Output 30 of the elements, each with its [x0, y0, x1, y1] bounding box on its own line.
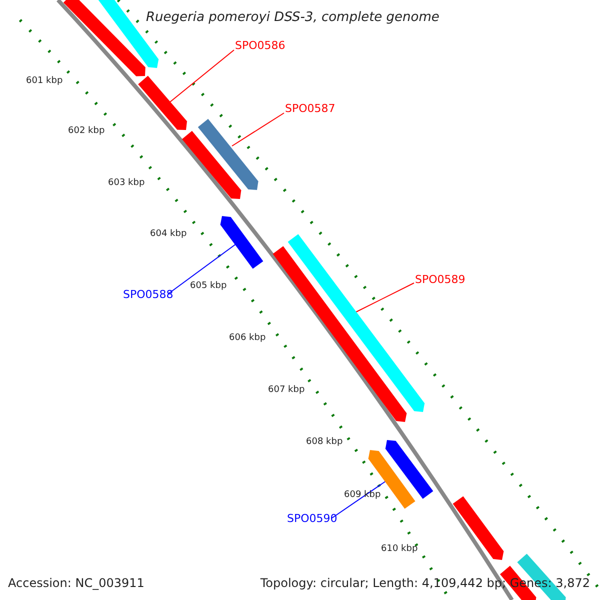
leader-line: [232, 112, 284, 146]
map-title: Ruegeria pomeroyi DSS-3, complete genome: [146, 11, 440, 24]
gene-block: [452, 496, 504, 560]
gene-label: SPO0587: [285, 103, 336, 114]
leader-line: [170, 50, 234, 102]
scale-label: 602 kbp: [68, 127, 105, 136]
gene-block: [385, 440, 434, 499]
scale-label: 601 kbp: [26, 77, 63, 86]
scale-label: 606 kbp: [229, 334, 266, 343]
leader-line: [168, 244, 236, 294]
gene-label: SPO0586: [235, 40, 286, 51]
gene-block: [138, 76, 187, 130]
gene-block: [182, 130, 242, 199]
scale-label: 605 kbp: [190, 282, 227, 291]
scale-label: 603 kbp: [108, 179, 145, 188]
gene-block: [220, 216, 264, 269]
gene-block: [63, 0, 146, 76]
scale-label: 607 kbp: [268, 386, 305, 395]
accession-text: Accession: NC_003911: [8, 577, 144, 589]
scale-label: 610 kbp: [381, 545, 418, 554]
scale-label: 608 kbp: [306, 438, 343, 447]
gene-block: [198, 118, 258, 190]
scale-label: 604 kbp: [150, 230, 187, 239]
genome-info-text: Topology: circular; Length: 4,109,442 bp; Genes: 3,872: [260, 577, 590, 589]
leader-line: [332, 480, 386, 518]
leader-line: [356, 282, 414, 312]
gene-label: SPO0588: [123, 289, 174, 300]
gene-label: SPO0590: [287, 513, 338, 524]
gene-label: SPO0589: [415, 274, 466, 285]
scale-label: 609 kbp: [344, 491, 381, 500]
